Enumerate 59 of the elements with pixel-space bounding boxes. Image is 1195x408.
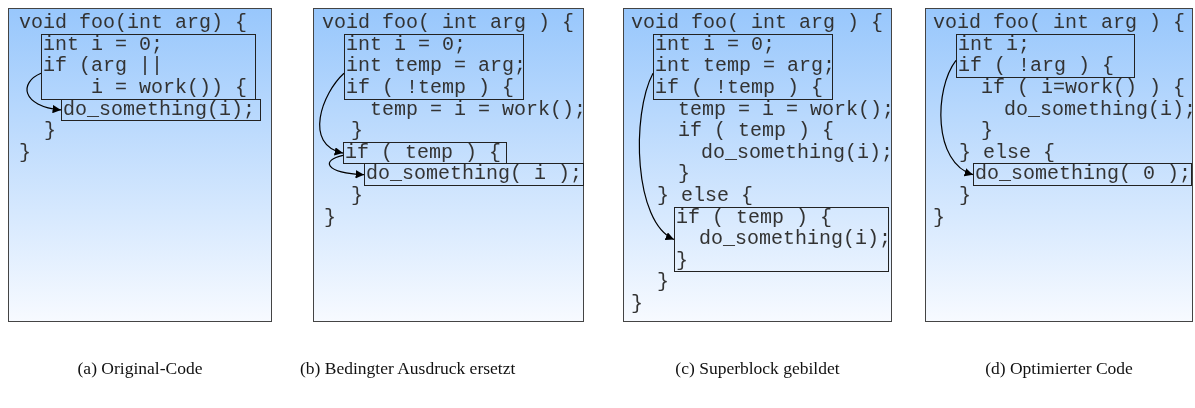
code-line: do_something( i ); bbox=[366, 163, 583, 185]
code-line: if ( temp ) { bbox=[678, 120, 835, 142]
code-line: void foo( int arg ) { bbox=[933, 12, 1186, 34]
arrow bbox=[638, 72, 675, 241]
figure-caption: (a) Original-Code bbox=[76, 357, 204, 380]
code-line: do_something(i); bbox=[699, 228, 892, 250]
code-block-box bbox=[674, 206, 889, 273]
code-line: if ( i=work() ) { bbox=[981, 77, 1186, 99]
arrow bbox=[328, 154, 365, 179]
code-line: void foo( int arg ) { bbox=[322, 12, 575, 34]
code-line: do_something(i); bbox=[63, 98, 256, 121]
code-line: int i = 0; bbox=[43, 33, 164, 56]
code-line: } else { bbox=[657, 185, 753, 207]
code-line: } bbox=[44, 120, 56, 142]
code-line: } bbox=[351, 120, 363, 142]
code-line: if ( !arg ) { bbox=[958, 55, 1115, 77]
code-line: int i; bbox=[958, 33, 1030, 56]
arrow bbox=[940, 59, 974, 176]
code-line: if ( temp ) { bbox=[345, 141, 502, 164]
code-line: } bbox=[324, 206, 336, 229]
code-line: } bbox=[631, 293, 643, 315]
code-line: void foo( int arg ) { bbox=[631, 12, 884, 34]
figure-caption: (d) Optimierter Code bbox=[984, 357, 1134, 380]
code-line: } bbox=[933, 206, 945, 229]
code-line: } bbox=[981, 120, 993, 142]
code-line: } bbox=[678, 163, 690, 185]
code-line: void foo(int arg) { bbox=[19, 12, 248, 34]
code-panel bbox=[925, 8, 1193, 322]
code-line: do_something(i); bbox=[1004, 98, 1195, 121]
code-line: } bbox=[959, 185, 971, 207]
code-line: do_something(i); bbox=[701, 141, 894, 164]
code-panel bbox=[623, 8, 892, 322]
code-line: } bbox=[676, 249, 688, 272]
code-line: int temp = arg; bbox=[655, 55, 836, 77]
code-line: } else { bbox=[959, 141, 1055, 164]
arrow bbox=[319, 72, 345, 155]
code-block-box bbox=[956, 33, 1135, 78]
code-panel bbox=[8, 8, 272, 322]
code-line: } bbox=[657, 271, 669, 293]
code-line: int i = 0; bbox=[346, 33, 467, 56]
code-line: if ( !temp ) { bbox=[655, 77, 824, 99]
code-line: if ( temp ) { bbox=[676, 206, 833, 229]
code-block-box bbox=[653, 33, 833, 100]
figure-caption: (b) Bedingter Ausdruck ersetzt bbox=[300, 357, 517, 380]
code-line: if (arg || bbox=[43, 55, 164, 77]
code-block-box bbox=[41, 33, 256, 100]
figure-caption: (c) Superblock gebildet bbox=[674, 357, 841, 380]
code-line: int i = 0; bbox=[655, 33, 776, 56]
code-panel bbox=[313, 8, 584, 322]
arrow bbox=[26, 72, 62, 113]
code-line: if ( !temp ) { bbox=[346, 77, 515, 99]
code-line: } bbox=[351, 185, 363, 207]
code-line: do_something( 0 ); bbox=[975, 163, 1192, 185]
code-line: } bbox=[19, 141, 31, 164]
code-line: i = work()) { bbox=[91, 77, 248, 99]
code-line: temp = i = work(); bbox=[370, 98, 587, 121]
code-line: temp = i = work(); bbox=[678, 98, 895, 121]
code-block-box bbox=[344, 33, 524, 100]
code-line: int temp = arg; bbox=[346, 55, 527, 77]
